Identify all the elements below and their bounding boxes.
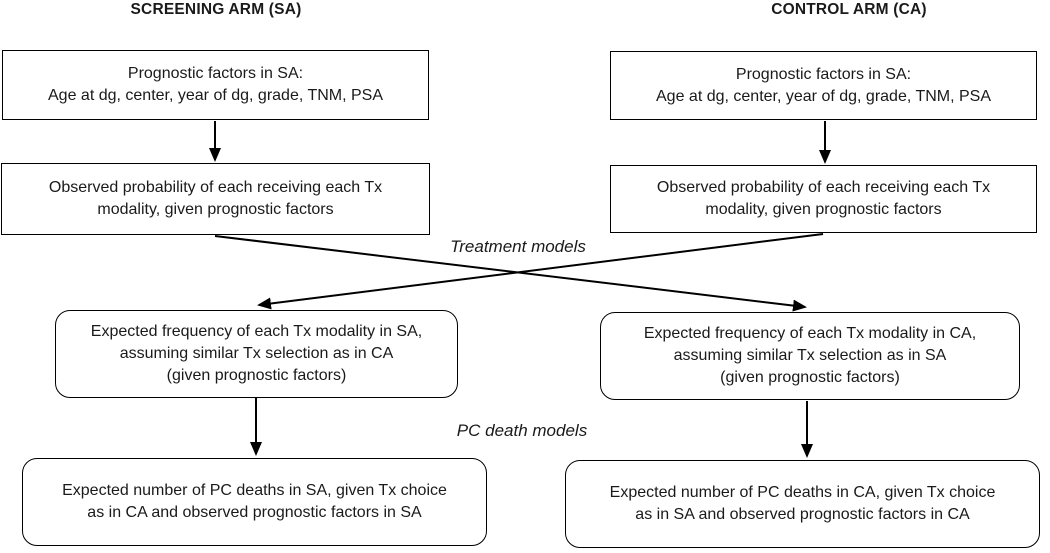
box-text-line: assuming similar Tx selection as in CA: [119, 345, 394, 362]
box-text-line: as in SA and observed prognostic factors…: [635, 506, 970, 523]
box-sa-expected-frequency: Expected frequency of each Tx modality i…: [55, 310, 458, 398]
control-arm-header: CONTROL ARM (CA): [771, 1, 927, 18]
box-text-line: (given prognostic factors): [720, 369, 900, 386]
pc-death-models-label: PC death models: [456, 421, 588, 440]
box-ca-observed-probability: Observed probability of each receiving e…: [610, 165, 1037, 233]
treatment-models-label: Treatment models: [450, 237, 586, 256]
box-text-line: Observed probability of each receiving e…: [48, 179, 383, 196]
box-text-line: Age at dg, center, year of dg, grade, TN…: [656, 87, 991, 105]
box-text-line: modality, given prognostic factors: [97, 201, 334, 218]
box-text-line: Age at dg, center, year of dg, grade, TN…: [48, 87, 383, 104]
box-ca-expected-pc-deaths: Expected number of PC deaths in CA, give…: [565, 460, 1040, 548]
box-text-line: assuming similar Tx selection as in SA: [673, 347, 947, 364]
box-text-line: (given prognostic factors): [166, 367, 347, 384]
box-text-line: Expected frequency of each Tx modality i…: [90, 323, 423, 340]
box-sa-prognostic-factors: Prognostic factors in SA: Age at dg, cen…: [2, 50, 429, 120]
box-text-line: Expected number of PC deaths in CA, give…: [609, 484, 996, 501]
box-text-line: Prognostic factors in SA:: [127, 65, 304, 82]
box-ca-prognostic-factors: Prognostic factors in SA: Age at dg, cen…: [610, 51, 1037, 120]
box-text-line: modality, given prognostic factors: [705, 201, 942, 218]
box-text-line: Observed probability of each receiving e…: [656, 179, 991, 196]
box-text-line: Prognostic factors in SA:: [735, 65, 912, 83]
box-ca-expected-frequency: Expected frequency of each Tx modality i…: [600, 312, 1020, 400]
box-text-line: Expected frequency of each Tx modality i…: [643, 325, 977, 342]
box-sa-observed-probability: Observed probability of each receiving e…: [1, 163, 430, 235]
screening-arm-header: SCREENING ARM (SA): [130, 1, 302, 18]
box-text-line: Expected number of PC deaths in SA, give…: [62, 482, 447, 499]
box-text-line: as in CA and observed prognostic factors…: [87, 504, 422, 521]
box-sa-expected-pc-deaths: Expected number of PC deaths in SA, give…: [22, 458, 487, 546]
